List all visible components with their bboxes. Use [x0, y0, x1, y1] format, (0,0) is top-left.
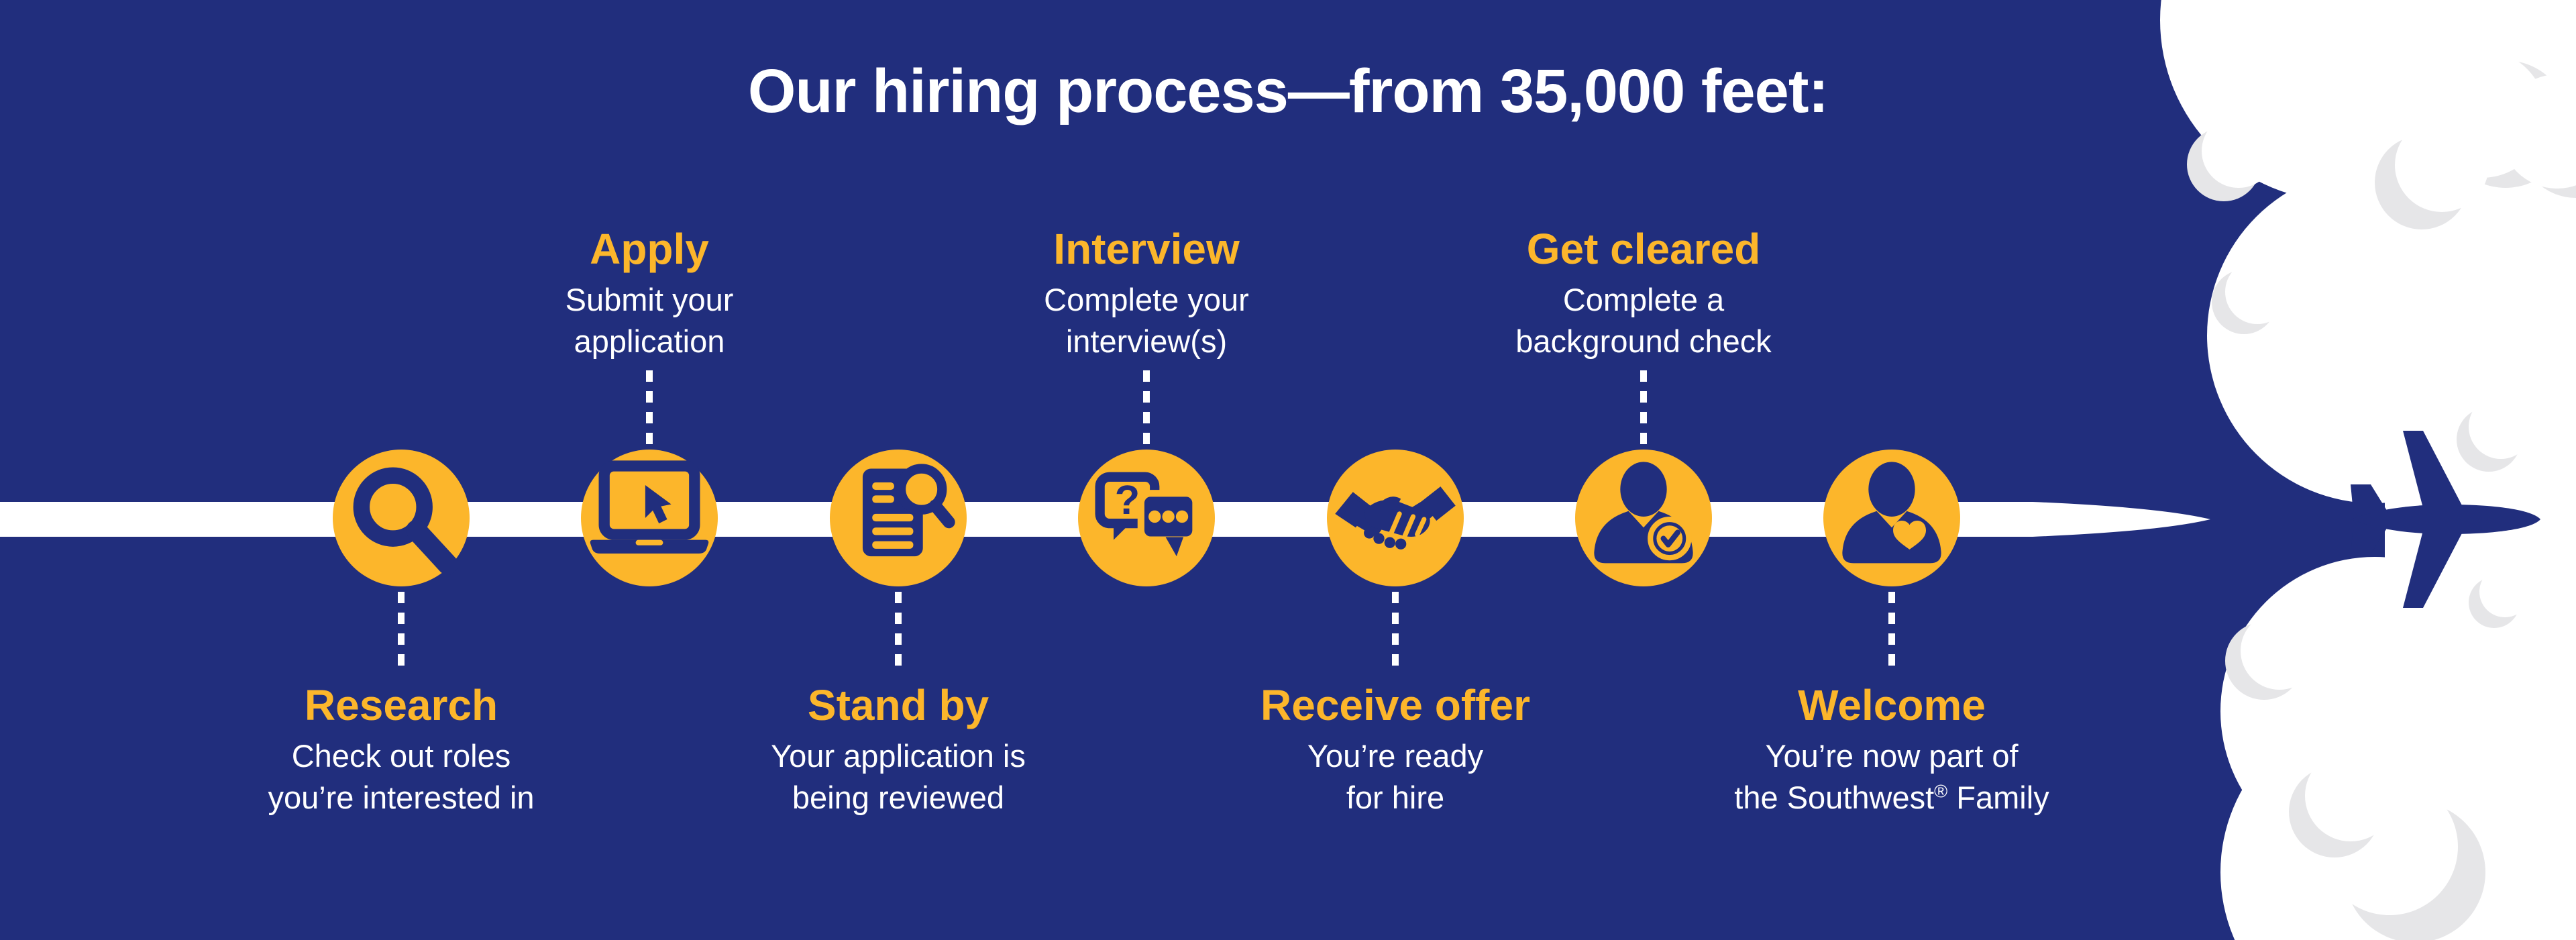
step-description: Submit your application — [475, 279, 824, 362]
step-receive-offer: Receive offer You’re ready for hire — [1221, 0, 1570, 940]
dashed-connector — [646, 370, 653, 446]
step-icon-circle — [1823, 450, 1960, 586]
step-description: Complete a background check — [1469, 279, 1818, 362]
step-label-block: Apply Submit your application — [475, 225, 824, 362]
step-stand-by: Stand by Your application is being review… — [724, 0, 1073, 940]
step-heading: Interview — [1053, 225, 1240, 274]
step-interview: Interview Complete your interview(s) — [972, 0, 1321, 940]
laptop-cursor-icon — [581, 450, 718, 586]
step-label-block: Research Check out roles you’re intereste… — [227, 681, 576, 819]
dashed-connector — [1392, 592, 1399, 667]
step-description: You’re ready for hire — [1221, 735, 1570, 819]
step-label-block: Stand by Your application is being review… — [724, 681, 1073, 819]
dashed-connector — [1640, 370, 1647, 446]
step-icon-circle — [830, 450, 967, 586]
step-desc-line: background check — [1515, 323, 1772, 359]
dashed-connector — [398, 592, 405, 667]
document-search-icon — [830, 450, 967, 586]
step-label-block: Get cleared Complete a background check — [1469, 225, 1818, 362]
step-icon-circle — [1575, 450, 1712, 586]
step-icon-circle — [333, 450, 470, 586]
step-description: Check out roles you’re interested in — [227, 735, 576, 819]
step-label-block: Interview Complete your interview(s) — [972, 225, 1321, 362]
search-icon — [333, 450, 470, 586]
step-description: Complete your interview(s) — [972, 279, 1321, 362]
step-desc-line: Check out roles — [291, 737, 511, 774]
airplane-icon — [2351, 431, 2540, 608]
step-heading: Receive offer — [1260, 681, 1530, 729]
dashed-connector — [1143, 370, 1150, 446]
step-heading: Research — [304, 681, 498, 729]
page-title: Our hiring process—from 35,000 feet: — [747, 57, 1829, 125]
step-desc-line: Complete your — [1044, 281, 1249, 317]
dashed-connector — [895, 592, 902, 667]
step-label-block: Welcome You’re now part of the Southwest®… — [1717, 681, 2066, 819]
step-get-cleared: Get cleared Complete a background check — [1469, 0, 1818, 940]
step-apply: Apply Submit your application — [475, 0, 824, 940]
step-desc-line: you’re interested in — [268, 779, 535, 815]
person-check-icon — [1575, 450, 1712, 586]
person-heart-icon — [1823, 450, 1960, 586]
step-label-block: Receive offer You’re ready for hire — [1221, 681, 1570, 819]
step-desc-line: Your application is — [771, 737, 1026, 774]
step-heading: Stand by — [807, 681, 989, 729]
step-desc-line: Submit your — [565, 281, 734, 317]
step-desc-line: the Southwest® Family — [1734, 779, 2049, 815]
step-heading: Apply — [590, 225, 709, 274]
step-description: You’re now part of the Southwest® Family — [1717, 735, 2066, 819]
chat-bubbles-icon — [1078, 450, 1215, 586]
step-welcome: Welcome You’re now part of the Southwest®… — [1717, 0, 2066, 940]
step-desc-line: You’re now part of — [1765, 737, 2019, 774]
step-heading: Get cleared — [1526, 225, 1761, 274]
step-desc-line: application — [574, 323, 725, 359]
step-research: Research Check out roles you’re intereste… — [227, 0, 576, 940]
step-desc-line: interview(s) — [1065, 323, 1228, 359]
cloud-shadow-crescents — [2187, 50, 2576, 940]
step-heading: Welcome — [1798, 681, 1986, 729]
step-desc-line: You’re ready — [1307, 737, 1484, 774]
step-desc-line: Complete a — [1562, 281, 1725, 317]
dashed-connector — [1888, 592, 1895, 667]
step-icon-circle — [1078, 450, 1215, 586]
step-icon-circle — [581, 450, 718, 586]
handshake-icon — [1327, 450, 1464, 586]
step-desc-line: being reviewed — [792, 779, 1005, 815]
step-icon-circle — [1327, 450, 1464, 586]
step-description: Your application is being reviewed — [724, 735, 1073, 819]
step-desc-line: for hire — [1346, 779, 1445, 815]
